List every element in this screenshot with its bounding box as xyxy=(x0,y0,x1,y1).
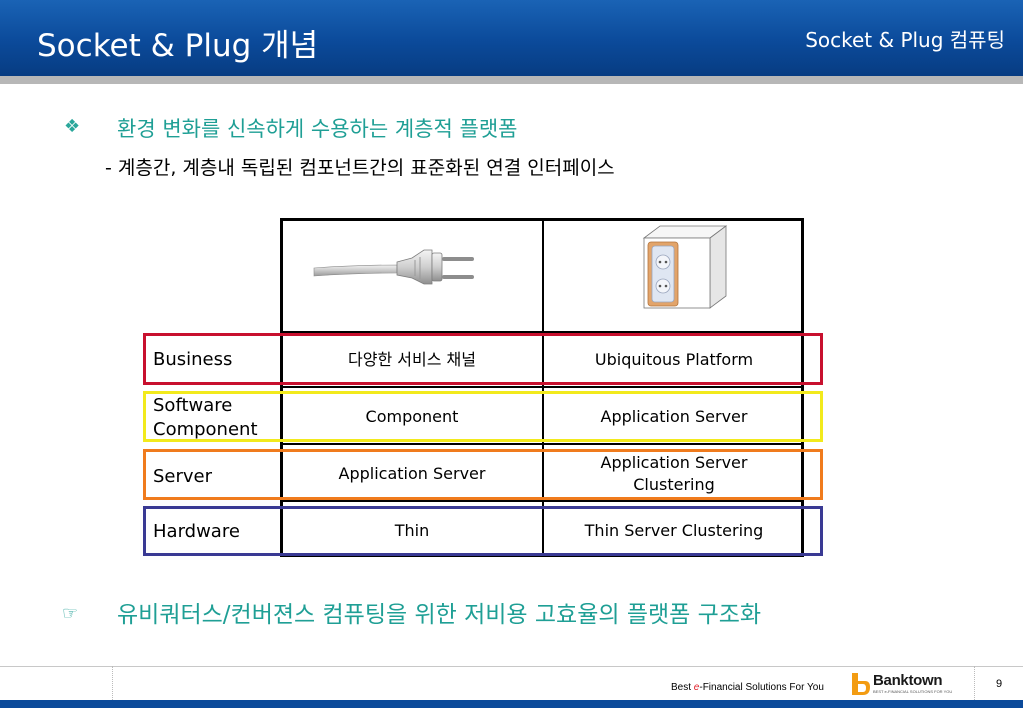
table-divider-horizontal xyxy=(280,386,804,388)
table-divider-horizontal xyxy=(280,443,804,445)
socket-cell-business: Ubiquitous Platform xyxy=(594,350,754,369)
row-label-server: Server xyxy=(153,466,213,487)
socket-cell-software-component: Application Server xyxy=(600,407,748,426)
logo-slogan: BEST e-FINANCIAL SOLUTIONS FOR YOU xyxy=(873,689,953,694)
sub-statement: - 계층간, 계층내 독립된 컴포넌트간의 표준화된 연결 인터페이스 xyxy=(105,157,615,179)
footer-divider xyxy=(0,666,1023,667)
row-label-business: Business xyxy=(153,349,233,370)
footer-separator xyxy=(974,666,975,700)
header-divider xyxy=(0,76,1023,84)
slide-title: Socket & Plug 개념 xyxy=(37,28,319,64)
socket-cell-server: Application Server Clustering xyxy=(600,453,748,494)
socket-cell-hardware: Thin Server Clustering xyxy=(584,521,764,540)
bottom-statement: 유비쿼터스/컨버젼스 컴퓨팅을 위한 저비용 고효율의 플랫폼 구조화 xyxy=(117,602,762,628)
banktown-logo: Banktown BEST e-FINANCIAL SOLUTIONS FOR … xyxy=(851,670,961,698)
row-box-business xyxy=(143,333,823,385)
logo-wordmark: Banktown xyxy=(873,672,943,689)
plug-cell-software-component: Component xyxy=(365,407,459,426)
plug-cell-business: 다양한 서비스 채널 xyxy=(348,350,476,369)
row-label-hardware: Hardware xyxy=(153,521,240,542)
main-statement: 환경 변화를 신속하게 수용하는 계층적 플랫폼 xyxy=(117,117,518,141)
page-number: 9 xyxy=(996,678,1003,690)
socket-icon xyxy=(642,225,728,309)
pointing-hand-icon: ☞ xyxy=(62,603,79,624)
tagline-post: -Financial Solutions For You xyxy=(699,682,824,693)
slide-subtitle: Socket & Plug 컴퓨팅 xyxy=(805,28,1005,52)
table-divider-horizontal xyxy=(280,331,804,333)
tagline-pre: Best xyxy=(671,682,694,693)
footer-strip xyxy=(0,700,1023,708)
footer-tagline: Best e-Financial Solutions For You xyxy=(671,682,824,693)
row-box-software-component xyxy=(143,391,823,442)
table-divider-horizontal xyxy=(280,500,804,502)
slide-header: Socket & Plug 개념 Socket & Plug 컴퓨팅 xyxy=(0,0,1023,76)
row-box-hardware xyxy=(143,506,823,556)
plug-cell-hardware: Thin xyxy=(394,521,430,540)
plug-icon xyxy=(313,249,474,285)
row-box-server xyxy=(143,449,823,500)
row-label-software-component: Software Component xyxy=(153,395,258,440)
tagline-e: e xyxy=(693,682,700,693)
banktown-logo-icon xyxy=(852,673,870,695)
diamond-bullet-icon: ❖ xyxy=(64,116,81,137)
plug-cell-server: Application Server xyxy=(338,464,486,483)
footer-separator xyxy=(112,666,113,700)
